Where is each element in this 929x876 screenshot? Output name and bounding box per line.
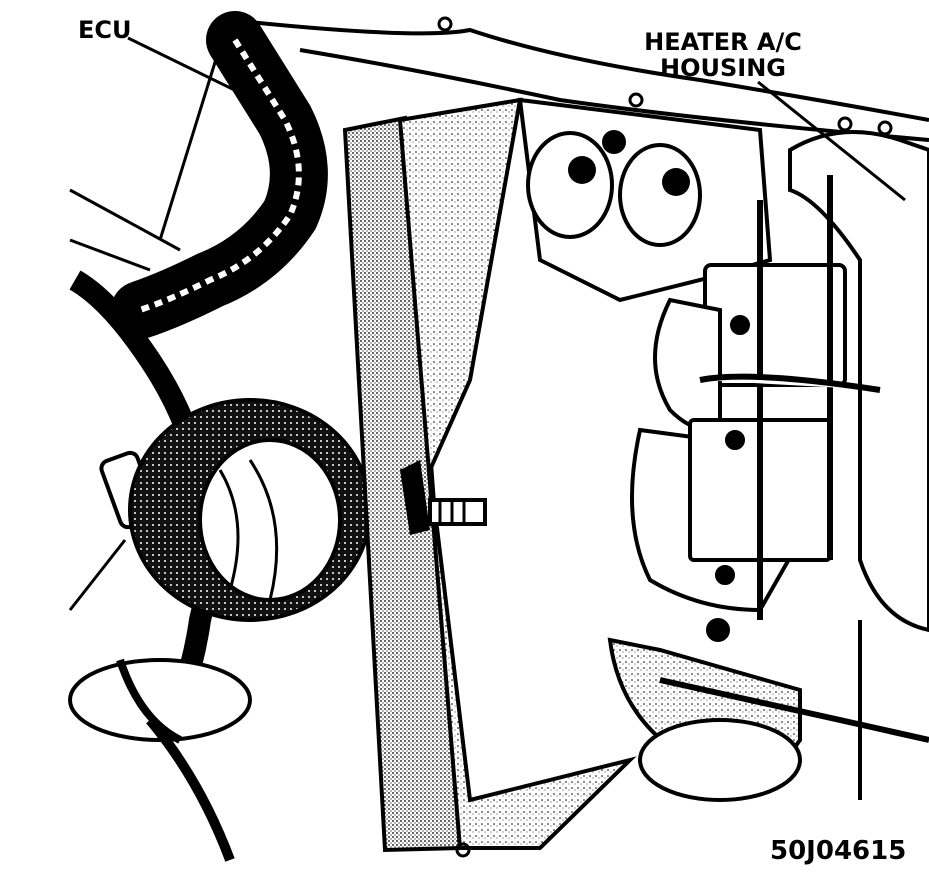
dash-panel	[229, 16, 929, 142]
grommet	[128, 398, 372, 622]
ecu-leader-lines	[69, 29, 256, 272]
mounting-bracket	[342, 97, 773, 858]
heater-leader-line	[757, 80, 906, 202]
ecu-label: ECU	[78, 16, 132, 44]
heater-label-line2: HOUSING	[660, 54, 786, 82]
heater-ac-housing	[607, 130, 929, 802]
heater-label-line1: HEATER A/C	[644, 28, 802, 56]
ecu-wire-loom	[111, 11, 328, 339]
figure-number: 50J04615	[770, 836, 907, 866]
bolt	[400, 460, 487, 535]
heater-ac-housing-label: HEATER A/C HOUSING	[638, 30, 808, 80]
